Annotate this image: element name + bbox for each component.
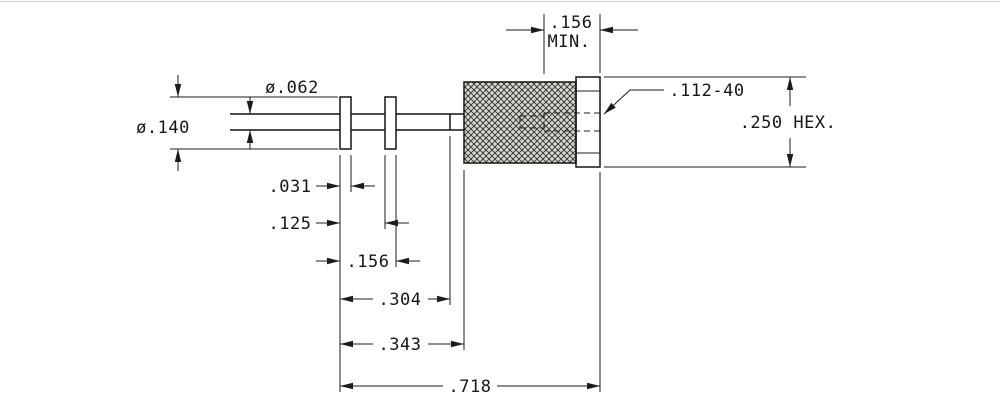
dim-hex-across-flats: .250 HEX. [740,77,837,167]
extension-lines [170,14,806,392]
dim-flange-spacing-label: .125 [269,214,312,234]
dim-shoulder: .304 [340,290,450,310]
dim-flange-thickness-label: .031 [269,177,312,197]
dim-flanges-overall: .156 [316,252,420,272]
dim-flange-diameter: ø.140 [136,75,190,171]
dim-body-start-label: .343 [379,335,422,355]
dim-flange-diameter-label: ø.140 [136,118,190,138]
thread-callout-label: .112-40 [669,81,744,101]
knurled-body [463,81,577,164]
part-view [230,76,601,168]
dim-body-start: .343 [340,335,464,355]
dim-flange-thickness: .031 [269,177,375,197]
dim-flange-spacing: .125 [269,214,409,234]
lead-wire [230,113,464,131]
thread-leader: .112-40 [603,81,744,115]
dim-shoulder-label: .304 [379,290,422,310]
flange-front [339,96,352,150]
dim-overall-length-label: .718 [449,377,492,397]
flange-rear [384,96,397,150]
dim-tap-depth-note: MIN. [548,32,591,52]
dim-lead-diameter: ø.062 [246,78,319,149]
hidden-tap-hole [519,112,600,132]
dim-flanges-overall-label: .156 [347,252,390,272]
dim-hex-label: .250 HEX. [740,113,837,133]
dim-tap-depth-label: .156 [550,13,593,33]
dim-tap-depth: .156 MIN. [506,13,638,52]
dim-lead-diameter-label: ø.062 [265,78,319,98]
dim-overall-length: .718 [340,377,600,397]
hex-end [575,76,601,168]
